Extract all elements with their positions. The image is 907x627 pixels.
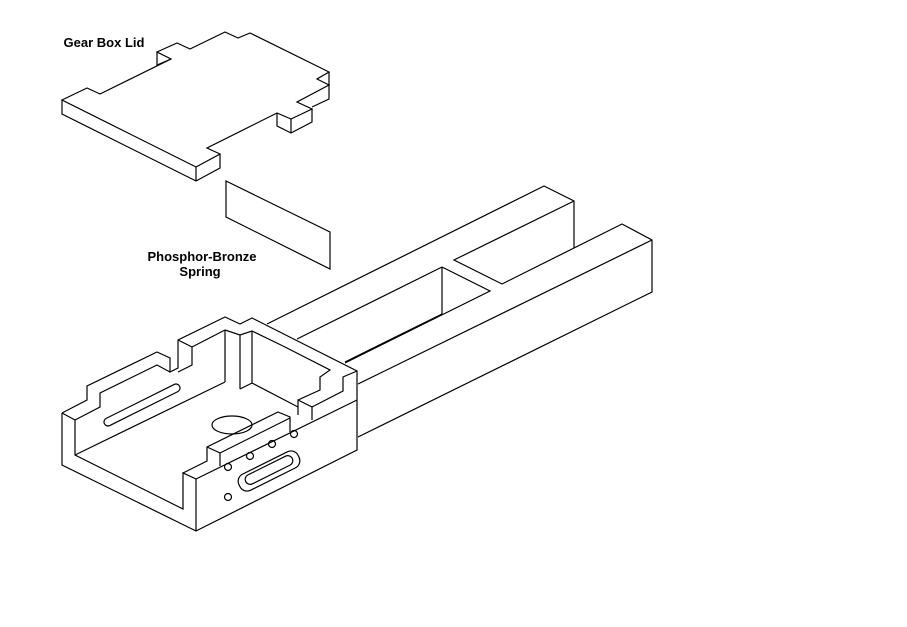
gear-box-lid-label: Gear Box Lid — [63, 35, 145, 50]
slot — [103, 383, 181, 427]
shaft-hole — [211, 415, 253, 435]
spring-label-line1: Phosphor-Bronze — [147, 249, 257, 264]
phosphor-bronze-spring — [225, 180, 331, 270]
gear-box-housing — [61, 316, 358, 532]
connector — [237, 450, 301, 492]
mounting-holes — [223, 429, 299, 502]
guide-rails — [266, 185, 653, 438]
spring-label-line2: Spring — [179, 264, 221, 279]
gear-box-lid — [60, 31, 331, 182]
